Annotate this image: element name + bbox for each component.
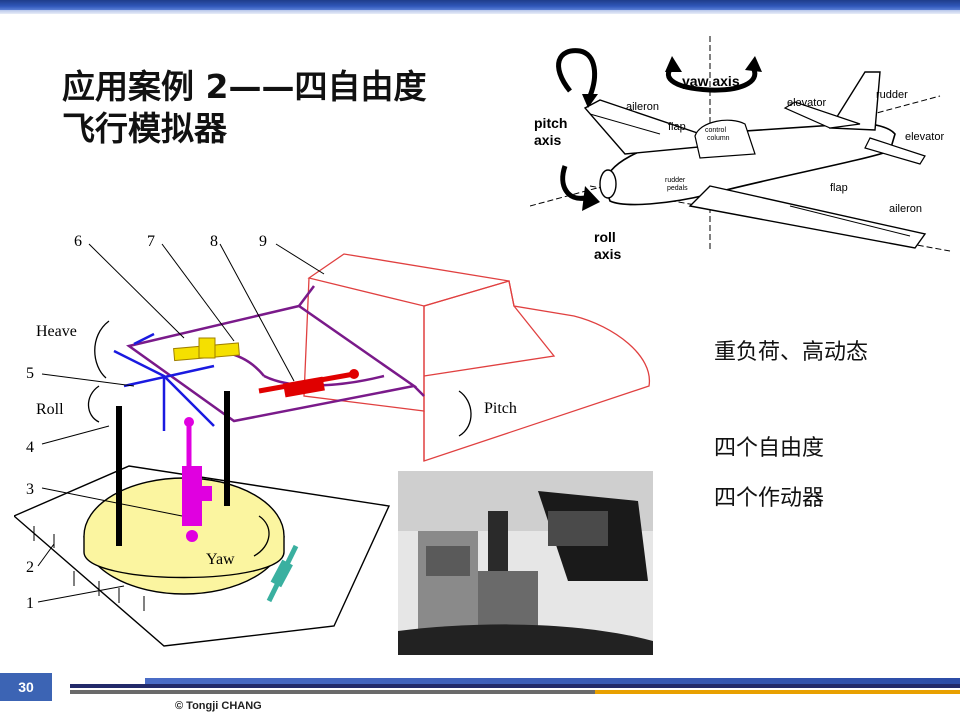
simulator-mechanism-diagram: 6 7 8 9 5 4 3 2 1 Heave Roll Pitch Yaw xyxy=(14,233,650,647)
pitch-arrow-icon xyxy=(556,48,598,97)
right-wing xyxy=(688,185,927,249)
ground-ticks xyxy=(33,526,145,611)
aileron-left-label: aileron xyxy=(626,101,659,113)
copyright-text: © Tongji CHANG xyxy=(175,700,262,712)
label-4: 4 xyxy=(26,439,34,456)
propeller-hub xyxy=(599,169,617,199)
footer-decor-bar-orange xyxy=(595,690,960,694)
yaw-arrow-icon xyxy=(253,515,270,557)
roll-arrow-icon xyxy=(87,385,100,423)
right-stabilizer xyxy=(864,137,926,165)
page-number: 30 xyxy=(0,673,52,701)
footer-decor-bar-gray xyxy=(70,690,595,694)
footer-decor-bar-blue xyxy=(145,678,960,684)
yaw-label: Yaw xyxy=(206,551,235,568)
yaw-actuator xyxy=(266,544,299,603)
heave-actuator xyxy=(173,337,240,362)
support-pillar-left xyxy=(116,406,122,546)
roll-arrow-head xyxy=(582,186,600,211)
feature-item-four-actuators: 四个作动器 xyxy=(714,486,825,511)
title-line-2: 飞行模拟器 xyxy=(62,109,227,148)
label-3: 3 xyxy=(26,481,34,498)
roll-arrow-icon xyxy=(560,165,586,201)
vertical-tail xyxy=(828,71,881,131)
left-wing xyxy=(583,99,731,155)
label-1: 1 xyxy=(26,595,34,612)
elevator-right-label: elevator xyxy=(905,131,944,143)
slide-title: 应用案例 2——四自由度 飞行模拟器 xyxy=(62,66,426,150)
support-pillar-right xyxy=(224,391,230,506)
right-aileron-line xyxy=(789,205,911,237)
flap-top-label: flap xyxy=(668,121,686,133)
label-8: 8 xyxy=(210,233,218,250)
control-column-label-2: column xyxy=(707,135,730,142)
pitch-frame xyxy=(126,285,425,423)
left-stabilizer xyxy=(783,101,861,129)
label-5: 5 xyxy=(26,365,34,382)
cockpit xyxy=(694,119,756,159)
cabin-outline xyxy=(303,253,650,462)
simulator-photo-graphic xyxy=(398,471,653,655)
roll-actuator xyxy=(182,417,212,542)
title-line-1: 应用案例 2——四自由度 xyxy=(62,67,427,106)
label-6: 6 xyxy=(74,233,82,250)
top-decor-bar-light xyxy=(0,10,960,14)
aircraft-axes-diagram: yaw axis pitch axis roll axis aileron fl… xyxy=(530,36,951,262)
turntable-side xyxy=(83,536,285,579)
feature-item-four-dof: 四个自由度 xyxy=(714,436,825,461)
feature-item-heavy-load: 重负荷、高动态 xyxy=(714,340,869,365)
simulator-photo xyxy=(398,471,653,655)
label-2: 2 xyxy=(26,559,34,576)
heave-arrow-icon xyxy=(94,320,110,379)
left-aileron-line xyxy=(589,113,661,135)
roll-gimbal xyxy=(113,332,215,431)
pitch-arrow-head xyxy=(582,94,598,108)
roll-axis-label-2: axis xyxy=(594,246,621,262)
flap-right-label: flap xyxy=(830,182,848,194)
elevator-top-label: elevator xyxy=(787,97,826,109)
leader-lines xyxy=(37,243,325,603)
control-column-label-1: control xyxy=(705,127,726,134)
yaw-arrow-icon xyxy=(666,62,758,93)
top-decor-bar xyxy=(0,0,960,10)
rudder-pedals-label-2: pedals xyxy=(667,185,688,192)
roll-label: Roll xyxy=(36,401,64,418)
aileron-right-label: aileron xyxy=(889,203,922,215)
roll-axis-label-1: roll xyxy=(594,229,616,245)
heave-label: Heave xyxy=(36,323,77,340)
label-9: 9 xyxy=(259,233,267,250)
yaw-arrow-head-left xyxy=(665,56,682,72)
label-7: 7 xyxy=(147,233,155,250)
footer-decor-bar-dark xyxy=(70,684,960,688)
pitch-arrow-icon xyxy=(458,390,472,437)
pitch-axis-label-1: pitch xyxy=(534,115,567,131)
pitch-axis-label-2: axis xyxy=(534,132,561,148)
yaw-arrow-head-right xyxy=(745,56,762,72)
rudder-label: rudder xyxy=(876,89,908,101)
rudder-pedals-label-1: rudder xyxy=(665,177,686,184)
pitch-actuator xyxy=(258,369,359,398)
yaw-axis-label: yaw axis xyxy=(682,73,740,89)
pitch-label: Pitch xyxy=(484,400,517,417)
